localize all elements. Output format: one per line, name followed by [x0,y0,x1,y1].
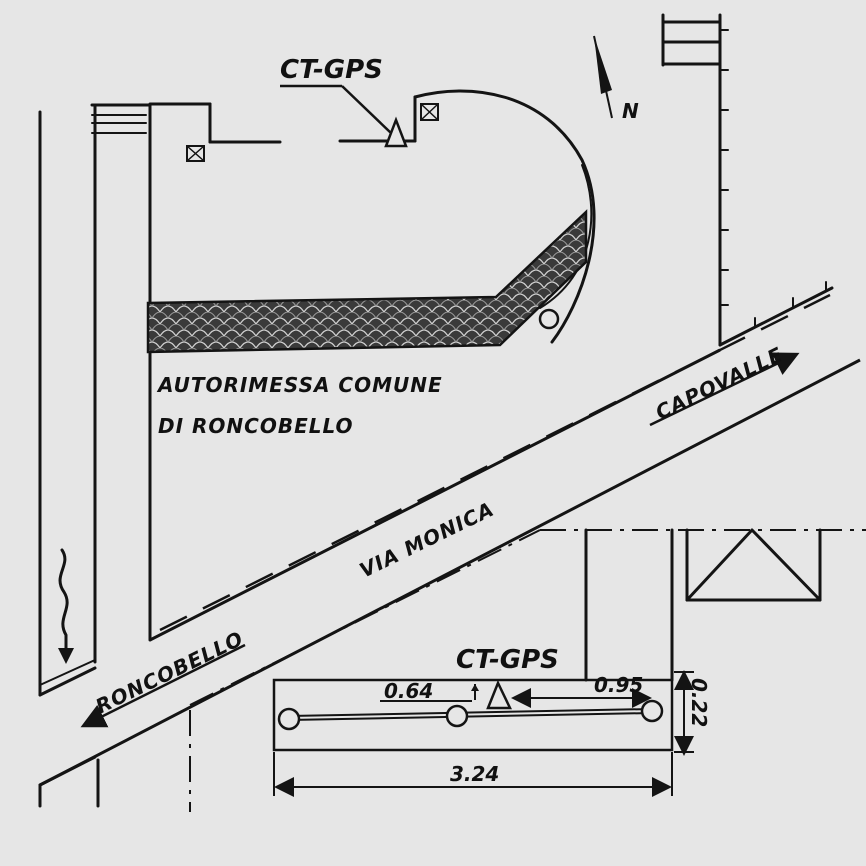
gps-label-top: CT-GPS [280,55,383,85]
building-outline [148,89,596,344]
road-label-roncobello: RONCOBELLO [92,626,248,718]
gps-label-detail: CT-GPS [456,645,559,675]
detail-point-left-icon [277,707,301,731]
road-via-monica [39,293,866,812]
dimension-height: 0.22 [687,678,711,727]
chimney-icon [186,103,439,162]
gps-marker-top: CT-GPS [280,55,408,148]
road-label-capovalle: CAPOVALLE [652,342,787,424]
arrow-to-capovalle [649,352,800,427]
dimension-offset-left: 0.64 [384,679,433,703]
arrow-to-roncobello [80,643,246,728]
lower-structures [584,528,822,682]
gps-triangle-detail-icon [486,679,512,710]
right-building [661,13,834,347]
tiled-roof [146,209,588,354]
north-label: N [622,99,639,123]
detail-point-right-icon [640,699,664,723]
building-name-line1: AUTORIMESSA COMUNE [156,373,443,397]
marker-circle-icon [538,308,560,330]
flow-arrow-head-icon [58,648,74,664]
road-label-via-monica: VIA MONICA [356,497,498,583]
north-arrow-icon: N [593,35,639,123]
left-wall [38,103,152,808]
gps-detail-inset: CT-GPS 0.64 0.95 0.22 3.24 [272,645,711,797]
dimension-offset-right: 0.95 [594,673,643,697]
building-name-line2: DI RONCOBELLO [158,414,354,438]
gps-triangle-icon [384,116,408,148]
flow-arrow-icon [58,548,69,662]
detail-point-mid-icon [445,704,469,728]
dimension-total-width: 3.24 [450,762,499,786]
